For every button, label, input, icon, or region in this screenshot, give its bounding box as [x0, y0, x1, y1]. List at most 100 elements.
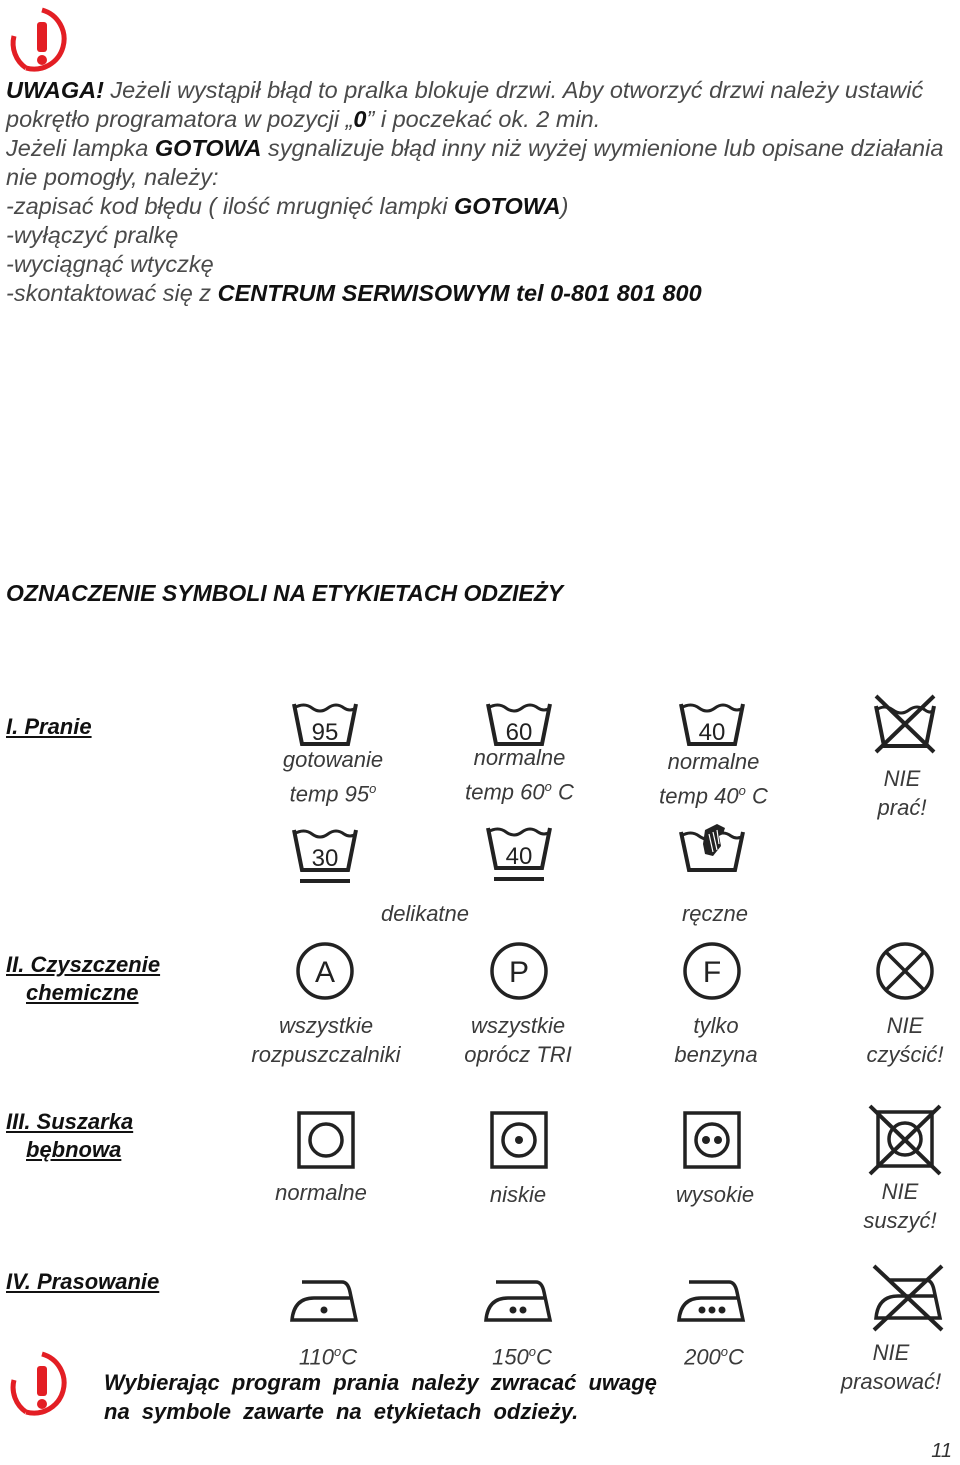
wash-40-temp: 40 — [699, 719, 726, 746]
page-number: 11 — [931, 1440, 952, 1462]
dry-clean-a-icon: A — [296, 942, 354, 1000]
tumble-dry-high-icon — [683, 1111, 741, 1169]
warning-line2: ” i poczekać ok. 2 min. — [366, 106, 601, 132]
no-iron-caption-2: prasować! — [840, 1369, 942, 1394]
wash-30-delicate-icon: 30 — [292, 829, 358, 883]
warning-icon — [10, 7, 67, 72]
tumble-dry-low-icon — [490, 1111, 548, 1169]
wash-60-caption-2b: C — [551, 779, 574, 805]
wash-40b-temp: 40 — [506, 843, 533, 870]
dry-clean-f-caption-2: benzyna — [674, 1042, 758, 1067]
care-note-line1: Wybierając program prania należy zwracać… — [104, 1370, 657, 1395]
delicate-caption: delikatne — [380, 901, 470, 926]
step1d: ) — [560, 193, 569, 219]
step2: -wyłączyć pralkę — [6, 222, 179, 248]
tumble-low-caption: niskie — [489, 1182, 547, 1207]
dry-clean-a-caption-2: rozpuszczalniki — [251, 1042, 401, 1067]
no-wash-caption-2: prać! — [877, 795, 927, 820]
hand-wash-caption: ręczne — [681, 901, 749, 926]
wash-30-temp: 30 — [312, 845, 339, 872]
category-czyszczenie: II. Czyszczenie chemiczne — [6, 951, 160, 1007]
wash-95-caption-2: temp 95 — [289, 781, 370, 807]
no-dry-clean-caption-1: NIE — [886, 1013, 924, 1038]
step4a: -skontaktować się z — [6, 280, 218, 306]
tumble-high-caption: wysokie — [675, 1182, 755, 1207]
degree-sign: o — [720, 1344, 729, 1359]
wash-60-caption: normalne temp 60o C — [447, 743, 592, 806]
no-iron-icon — [872, 1264, 944, 1332]
wash-60-icon: 60 — [486, 703, 552, 746]
step3: -wyciągnąć wtyczkę — [6, 251, 214, 277]
no-dry-clean-caption-2: czyścić! — [866, 1042, 944, 1067]
dry-clean-p-caption-1: wszystkie — [470, 1013, 566, 1038]
no-tumble-caption: NIE suszyć! — [848, 1177, 952, 1235]
no-wash-icon — [874, 694, 936, 754]
category-suszarka-line2: bębnowa — [26, 1137, 122, 1162]
iron-unit: C — [341, 1344, 358, 1370]
no-wash-caption-1: NIE — [883, 766, 921, 791]
wash-40-icon: 40 — [679, 703, 745, 746]
no-iron-caption: NIE prasować! — [826, 1338, 956, 1396]
wash-40-caption: normalne temp 40o C — [641, 747, 786, 810]
dry-clean-a-letter: A — [315, 956, 335, 989]
category-suszarka-line1: III. Suszarka — [6, 1109, 134, 1134]
warning-line1: Jeżeli wystąpił błąd to pralka blokuje d… — [6, 77, 924, 132]
dry-clean-p-icon: P — [490, 942, 548, 1000]
tumble-dry-normal-icon — [297, 1111, 355, 1169]
wash-40-caption-2a: temp 40 — [659, 783, 739, 809]
category-prasowanie: IV. Prasowanie — [6, 1269, 160, 1294]
step1a: -zapisać kod błędu ( — [6, 193, 217, 219]
no-wash-caption: NIE prać! — [852, 764, 952, 822]
dry-clean-a-caption: wszystkie rozpuszczalniki — [236, 1011, 416, 1069]
dry-clean-p-caption-2: oprócz TRI — [464, 1042, 572, 1067]
dry-clean-p-letter: P — [509, 956, 529, 989]
wash-95-caption: gotowanie temp 95o — [263, 745, 403, 808]
warning-line3b: sygnalizuje błąd inny niż wyżej wymienio… — [6, 135, 944, 190]
category-pranie: I. Pranie — [6, 714, 92, 739]
no-dry-clean-icon — [876, 942, 934, 1000]
step1b: ilość mrugnięć lampki — [216, 193, 454, 219]
wash-40-caption-2b: C — [745, 783, 768, 809]
wash-60-caption-2a: temp 60 — [465, 779, 545, 805]
category-suszarka: III. Suszarka bębnowa — [6, 1108, 133, 1164]
hand-wash-icon — [679, 824, 745, 872]
care-note-line2: na symbole zawarte na etykietach odzieży… — [104, 1399, 579, 1424]
step1c: GOTOWA — [454, 193, 561, 219]
iron-unit: C — [728, 1344, 744, 1370]
wash-40-delicate-icon: 40 — [486, 827, 552, 881]
no-tumble-dry-icon — [868, 1104, 942, 1176]
iron-unit: C — [536, 1344, 552, 1370]
uwaga-label: UWAGA! — [6, 77, 104, 103]
warning-line3a: Jeżeli lampka — [6, 135, 155, 161]
degree-sign: o — [333, 1344, 342, 1359]
degree-sign: o — [369, 781, 377, 796]
dry-clean-f-letter: F — [703, 956, 721, 989]
wash-40-caption-1: normalne — [667, 749, 760, 774]
dry-clean-f-caption-1: tylko — [693, 1013, 739, 1038]
degree-sign: o — [738, 783, 746, 798]
dry-clean-f-caption: tylko benzyna — [656, 1011, 776, 1069]
no-iron-caption-1: NIE — [872, 1340, 910, 1365]
dry-clean-p-caption: wszystkie oprócz TRI — [448, 1011, 588, 1069]
no-tumble-caption-1: NIE — [881, 1179, 919, 1204]
wash-60-caption-1: normalne — [473, 745, 566, 770]
iron-one-dot-icon — [290, 1280, 359, 1322]
iron-110-temp: 110 — [298, 1344, 334, 1370]
no-dry-clean-caption: NIE czyścić! — [850, 1011, 960, 1069]
degree-sign: o — [528, 1344, 537, 1359]
category-czyszczenie-line1: II. Czyszczenie — [6, 952, 161, 977]
iron-200-temp: 200 — [684, 1344, 721, 1370]
section-title: OZNACZENIE SYMBOLI NA ETYKIETACH ODZIEŻY — [6, 580, 564, 606]
wash-60-temp: 60 — [506, 719, 533, 746]
iron-150-temp: 150 — [492, 1344, 529, 1370]
category-czyszczenie-line2: chemiczne — [26, 980, 139, 1005]
warning-text: UWAGA! Jeżeli wystąpił błąd to pralka bl… — [6, 76, 960, 308]
warning-icon — [10, 1351, 67, 1416]
degree-sign: o — [544, 779, 552, 794]
no-tumble-caption-2: suszyć! — [863, 1208, 937, 1233]
service-contact: CENTRUM SERWISOWYM tel 0-801 801 800 — [217, 280, 702, 306]
iron-150-caption: 150oC — [462, 1337, 582, 1371]
dry-clean-f-icon: F — [683, 942, 741, 1000]
wash-95-temp: 95 — [312, 719, 339, 746]
dry-clean-a-caption-1: wszystkie — [278, 1013, 374, 1038]
